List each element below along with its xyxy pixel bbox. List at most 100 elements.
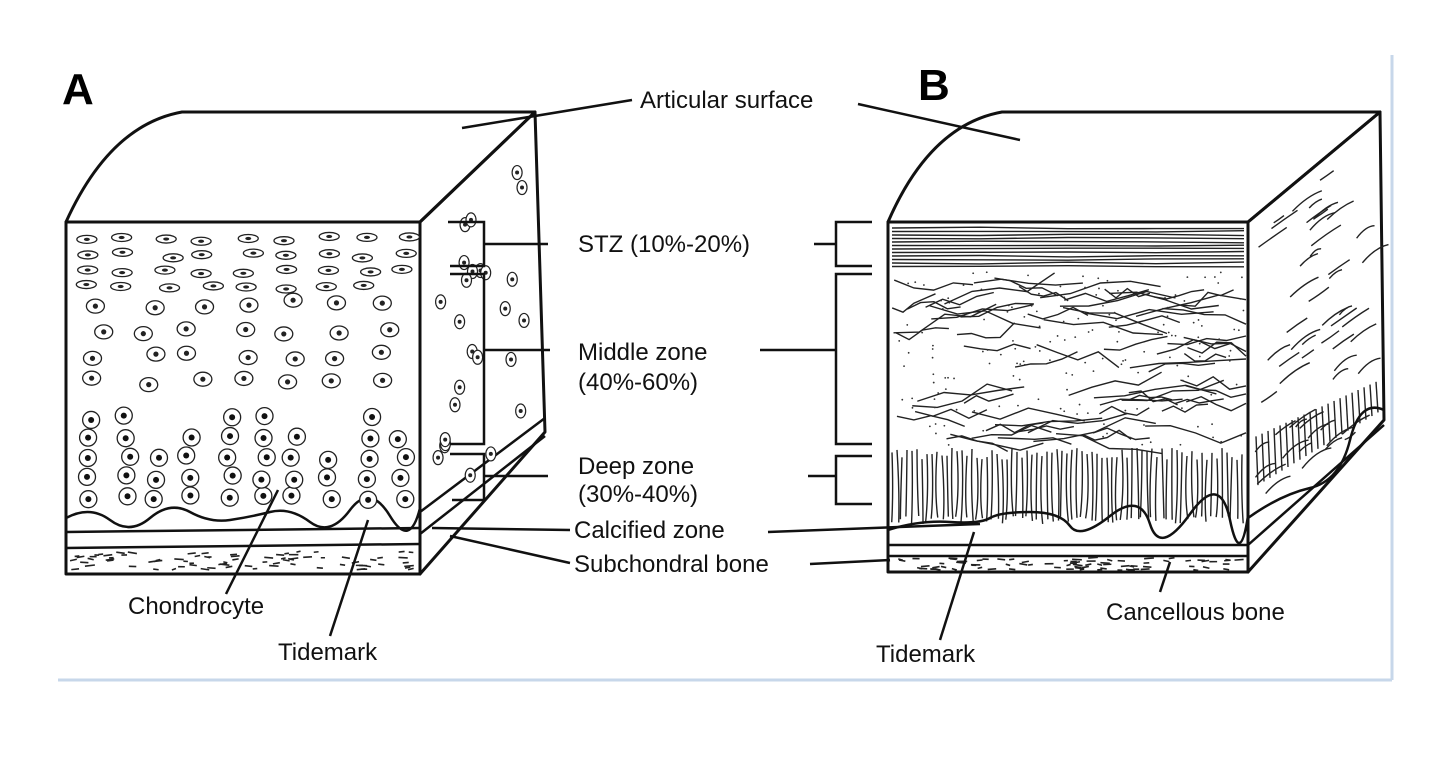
collagen-fiber bbox=[1186, 395, 1247, 412]
matrix-dot bbox=[1220, 440, 1223, 443]
chondrocyte-nucleus bbox=[283, 287, 290, 291]
bone-fleck bbox=[71, 568, 80, 571]
collagen-fiber bbox=[1254, 462, 1276, 478]
block-b-tidemark-line bbox=[887, 493, 1250, 545]
radial-fiber bbox=[1014, 451, 1018, 517]
matrix-dot bbox=[1095, 294, 1098, 296]
collagen-fiber bbox=[891, 226, 1244, 230]
bone-fleck bbox=[204, 555, 211, 559]
radial-fiber bbox=[1229, 457, 1233, 519]
collagen-fiber bbox=[1167, 335, 1247, 346]
matrix-dot bbox=[1007, 304, 1010, 307]
radial-fiber bbox=[1333, 400, 1337, 438]
chondrocyte-nucleus bbox=[187, 492, 194, 499]
collagen-fiber bbox=[891, 247, 1245, 250]
chondrocyte-nucleus bbox=[367, 435, 374, 442]
label-subchondral-bone: Subchondral bone bbox=[574, 551, 769, 578]
collagen-fiber bbox=[891, 233, 1245, 237]
bone-fleck bbox=[284, 552, 290, 555]
collagen-fiber bbox=[1084, 308, 1214, 320]
collagen-fiber bbox=[1309, 212, 1336, 231]
collagen-fiber bbox=[1068, 371, 1162, 397]
chondrocyte-nucleus bbox=[260, 492, 267, 499]
chondrocyte-nucleus bbox=[387, 327, 393, 333]
bone-fleck bbox=[153, 568, 159, 571]
collagen-fiber bbox=[1274, 420, 1296, 436]
matrix-dot bbox=[1136, 407, 1139, 410]
matrix-dot bbox=[1086, 412, 1089, 415]
matrix-dot bbox=[1019, 363, 1022, 366]
matrix-dot bbox=[1103, 423, 1105, 426]
matrix-dot bbox=[1157, 331, 1159, 334]
radial-fiber bbox=[891, 452, 894, 523]
matrix-dot bbox=[1011, 306, 1013, 309]
collagen-fiber bbox=[1279, 362, 1311, 385]
matrix-dot bbox=[1181, 407, 1183, 410]
radial-fiber bbox=[1297, 417, 1301, 460]
collagen-fiber bbox=[1271, 209, 1298, 230]
matrix-dot bbox=[1197, 336, 1200, 339]
matrix-dot bbox=[1213, 276, 1216, 278]
radial-fiber bbox=[1139, 450, 1143, 518]
chondrocyte-nucleus bbox=[201, 304, 208, 310]
collagen-fiber bbox=[891, 240, 1245, 244]
matrix-dot bbox=[1092, 370, 1095, 373]
collagen-fiber bbox=[1064, 289, 1150, 303]
matrix-dot bbox=[1129, 436, 1132, 439]
radial-fiber bbox=[1194, 459, 1199, 518]
radial-fiber bbox=[1149, 448, 1153, 518]
bone-fleck bbox=[1028, 563, 1033, 566]
chondrocyte-nucleus bbox=[241, 375, 247, 382]
chondrocyte-nucleus bbox=[328, 378, 334, 384]
radial-fiber bbox=[1285, 422, 1289, 468]
matrix-dot bbox=[1063, 296, 1066, 299]
radial-fiber bbox=[916, 449, 920, 517]
chondrocyte-nucleus bbox=[152, 305, 158, 311]
collagen-fiber bbox=[1299, 252, 1319, 267]
collagen-fiber bbox=[1286, 317, 1308, 333]
radial-fiber bbox=[1010, 448, 1015, 517]
bone-fleck bbox=[74, 555, 80, 558]
bone-fleck bbox=[378, 563, 385, 566]
collagen-fiber bbox=[1154, 289, 1205, 300]
bone-fleck bbox=[201, 552, 209, 555]
block-a-chondrocytes bbox=[75, 231, 421, 509]
radial-fiber bbox=[921, 459, 924, 524]
chondrocyte-nucleus bbox=[198, 271, 205, 276]
chondrocyte-nucleus bbox=[323, 285, 330, 289]
block-a-subchondral-line bbox=[65, 542, 421, 550]
bone-fleck bbox=[1142, 565, 1152, 569]
matrix-dot bbox=[1162, 398, 1164, 401]
bone-fleck bbox=[1202, 566, 1210, 570]
matrix-dot bbox=[914, 281, 917, 284]
matrix-dot bbox=[1084, 361, 1087, 364]
bone-fleck bbox=[1201, 559, 1210, 563]
matrix-dot bbox=[1240, 434, 1243, 437]
matrix-dot bbox=[1066, 388, 1068, 391]
matrix-dot bbox=[1218, 338, 1221, 341]
bone-fleck bbox=[80, 561, 89, 564]
label-stz: STZ (10%-20%) bbox=[578, 231, 750, 258]
chondrocyte-nucleus bbox=[127, 453, 134, 460]
chondrocyte-nucleus bbox=[245, 236, 252, 241]
matrix-dot bbox=[1166, 315, 1169, 318]
matrix-dot bbox=[1176, 364, 1179, 367]
matrix-dot bbox=[1084, 286, 1086, 289]
chondrocyte-nucleus bbox=[326, 252, 333, 256]
chondrocyte-nucleus bbox=[245, 354, 251, 361]
bone-fleck bbox=[244, 564, 253, 568]
chondrocyte-nucleus bbox=[243, 326, 249, 333]
matrix-dot bbox=[947, 444, 950, 446]
radial-fiber bbox=[950, 447, 954, 520]
bone-fleck bbox=[1193, 568, 1199, 572]
chondrocyte-nucleus bbox=[153, 476, 160, 483]
chondrocyte-nucleus bbox=[324, 474, 331, 481]
matrix-dot bbox=[1087, 331, 1090, 333]
bone-fleck bbox=[296, 550, 301, 553]
radial-fiber bbox=[1215, 458, 1219, 518]
radial-fiber bbox=[899, 457, 903, 520]
collagen-fiber bbox=[1260, 390, 1278, 403]
matrix-dot bbox=[1200, 325, 1203, 327]
